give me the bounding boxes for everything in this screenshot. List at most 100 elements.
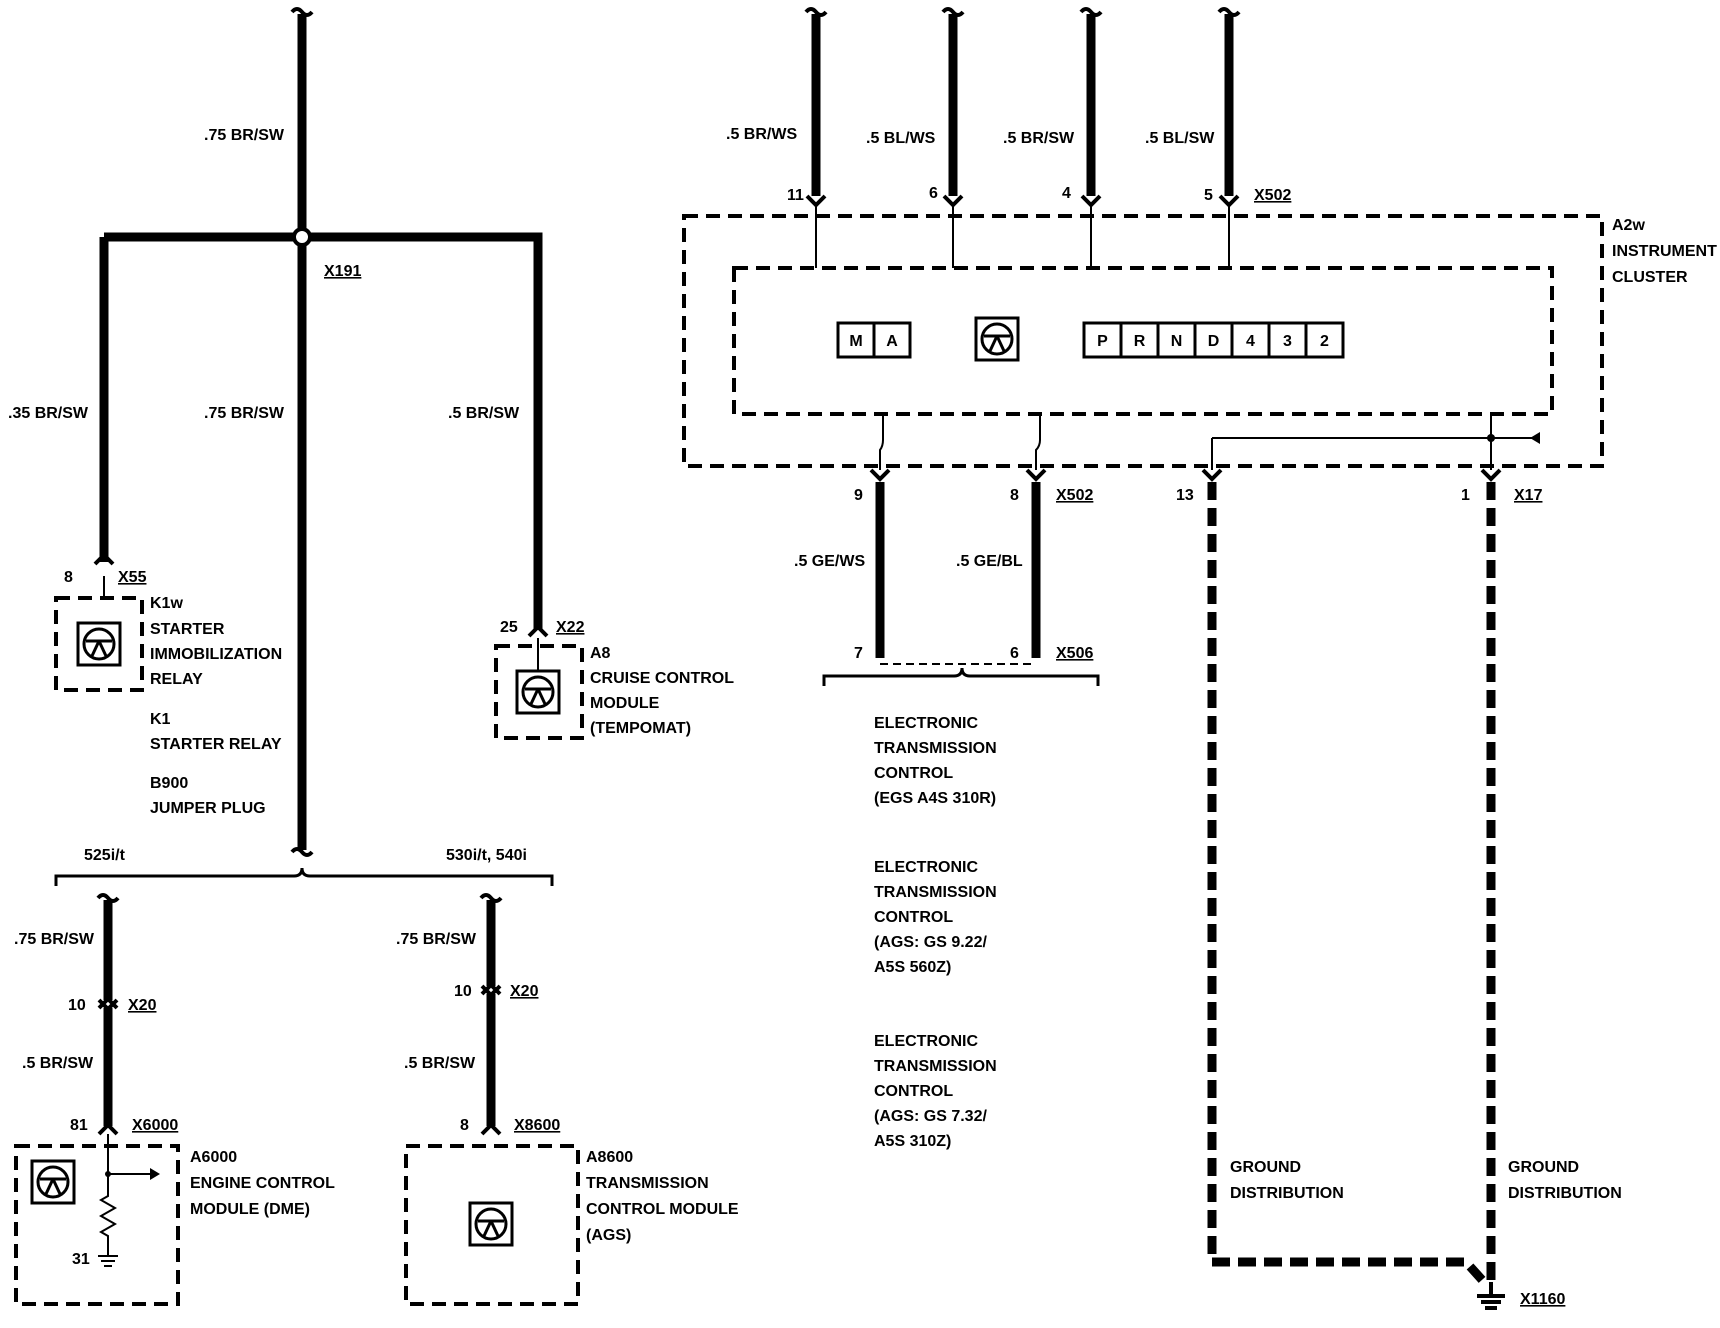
pin-number: 7 — [854, 645, 863, 662]
component-id: A2w — [1612, 217, 1645, 234]
variant-brace — [54, 867, 554, 886]
component-desc: CLUSTER — [1612, 269, 1688, 286]
dme-module-icon — [30, 1159, 76, 1205]
note-ground-right: GROUND DISTRIBUTION — [1508, 1159, 1622, 1202]
note-line: DISTRIBUTION — [1508, 1185, 1622, 1202]
egs-brace — [822, 667, 1100, 686]
wire-label: .5 BR/WS — [726, 126, 797, 143]
connector-x502-top: X502 — [1254, 187, 1291, 204]
pin-number: 8 — [64, 569, 73, 586]
note-line: (AGS: GS 9.22/ — [874, 934, 987, 951]
gear-label: N — [1171, 333, 1183, 350]
x55-connector — [93, 552, 115, 566]
variant-labels: 525i/t 530i/t, 540i — [84, 847, 527, 864]
component-desc: JUMPER PLUG — [150, 800, 266, 817]
note-line: A5S 560Z) — [874, 959, 951, 976]
relay-icon — [76, 621, 122, 667]
connector-x20-left: X20 — [128, 997, 157, 1014]
x1160-ground-icon — [1477, 1294, 1505, 1310]
k1w-relay — [54, 576, 144, 692]
left-wiring — [93, 7, 549, 857]
wire-labels: .75 BR/SW .35 BR/SW .75 BR/SW .5 BR/SW .… — [8, 126, 1215, 1072]
wire-label: .5 GE/BL — [956, 553, 1023, 570]
splice-bus-wire — [99, 232, 543, 630]
component-k1-label: K1 STARTER RELAY — [150, 711, 282, 753]
note-ags-7-32: ELECTRONIC TRANSMISSION CONTROL (AGS: GS… — [874, 1033, 997, 1150]
note-line: GROUND — [1508, 1159, 1579, 1176]
wire-label: .35 BR/SW — [8, 405, 89, 422]
wire-label: .75 BR/SW — [204, 127, 285, 144]
ground-input-arrow-icon — [1530, 432, 1540, 444]
connector-x55: X55 — [118, 569, 147, 586]
mode-key-a: A — [886, 333, 898, 350]
component-id: A8600 — [586, 1149, 633, 1166]
a8-cruise-module — [494, 638, 584, 740]
component-id: K1w — [150, 595, 183, 612]
wire-label: .75 BR/SW — [396, 931, 477, 948]
pin-number: 6 — [929, 185, 938, 202]
dme-branch — [14, 893, 180, 1306]
output-arrow-icon — [150, 1168, 160, 1180]
gear-label: 3 — [1283, 333, 1292, 350]
component-desc: STARTER — [150, 621, 225, 638]
wire-label: .5 BL/WS — [866, 130, 936, 147]
component-desc: MODULE (DME) — [190, 1201, 310, 1218]
connector-x22: X22 — [556, 619, 585, 636]
pin-number: 1 — [1461, 487, 1470, 504]
component-desc: (TEMPOMAT) — [590, 720, 691, 737]
x22-connector — [527, 624, 549, 638]
mode-key-m: M — [849, 333, 862, 350]
gear-label: R — [1134, 333, 1146, 350]
ags-branch — [404, 893, 580, 1306]
connector-x506: X506 — [1056, 645, 1093, 662]
component-a2w-label: A2w INSTRUMENT CLUSTER — [1612, 217, 1717, 286]
pin-number: 10 — [68, 997, 86, 1014]
wire-label: .5 BL/SW — [1145, 130, 1215, 147]
connector-x502-bottom: X502 — [1056, 487, 1093, 504]
wire-label: .5 GE/WS — [794, 553, 865, 570]
pin-number: 8 — [1010, 487, 1019, 504]
wire-label: .5 BR/SW — [22, 1055, 94, 1072]
gear-label: 4 — [1246, 333, 1255, 350]
note-line: CONTROL — [874, 1083, 953, 1100]
component-b900-label: B900 JUMPER PLUG — [150, 775, 266, 817]
note-line: A5S 310Z) — [874, 1133, 951, 1150]
module-icon — [515, 669, 561, 715]
variant-label-left: 525i/t — [84, 847, 126, 864]
x20-left-connector — [97, 996, 119, 1012]
pin-labels: 8 25 11 6 4 5 9 8 13 1 7 6 10 10 81 31 8 — [64, 185, 1470, 1268]
note-line: CONTROL — [874, 765, 953, 782]
wire-label: .5 BR/SW — [404, 1055, 476, 1072]
x502-bottom-connectors — [869, 468, 1047, 482]
splice-point — [292, 227, 312, 247]
note-line: TRANSMISSION — [874, 884, 997, 901]
pin-number: 4 — [1062, 185, 1071, 202]
component-desc: IMMOBILIZATION — [150, 646, 282, 663]
gear-box — [1304, 321, 1345, 359]
note-line: DISTRIBUTION — [1230, 1185, 1344, 1202]
component-desc: STARTER RELAY — [150, 736, 282, 753]
x502-top-connectors — [805, 194, 1240, 208]
connector-x1160: X1160 — [1520, 1291, 1565, 1308]
note-line: CONTROL — [874, 909, 953, 926]
component-id: A8 — [590, 645, 611, 662]
x8600-connector — [480, 1122, 502, 1136]
x17-ground-wiring — [1201, 468, 1505, 1310]
x20-right-connector — [480, 982, 502, 998]
cluster-icon — [974, 316, 1020, 362]
note-ags-9-22: ELECTRONIC TRANSMISSION CONTROL (AGS: GS… — [874, 859, 997, 976]
wire-label: .75 BR/SW — [14, 931, 95, 948]
component-desc: MODULE — [590, 695, 660, 712]
component-desc: (AGS) — [586, 1227, 631, 1244]
component-desc: ENGINE CONTROL — [190, 1175, 335, 1192]
connector-x20-right: X20 — [510, 983, 539, 1000]
note-line: ELECTRONIC — [874, 715, 978, 732]
x17-connectors — [1201, 468, 1502, 482]
gear-label: D — [1208, 333, 1220, 350]
component-desc: CONTROL MODULE — [586, 1201, 739, 1218]
component-k1w-label: K1w STARTER IMMOBILIZATION RELAY — [150, 595, 282, 688]
pin-number: 10 — [454, 983, 472, 1000]
pin-number: 5 — [1204, 187, 1213, 204]
component-desc: RELAY — [150, 671, 203, 688]
